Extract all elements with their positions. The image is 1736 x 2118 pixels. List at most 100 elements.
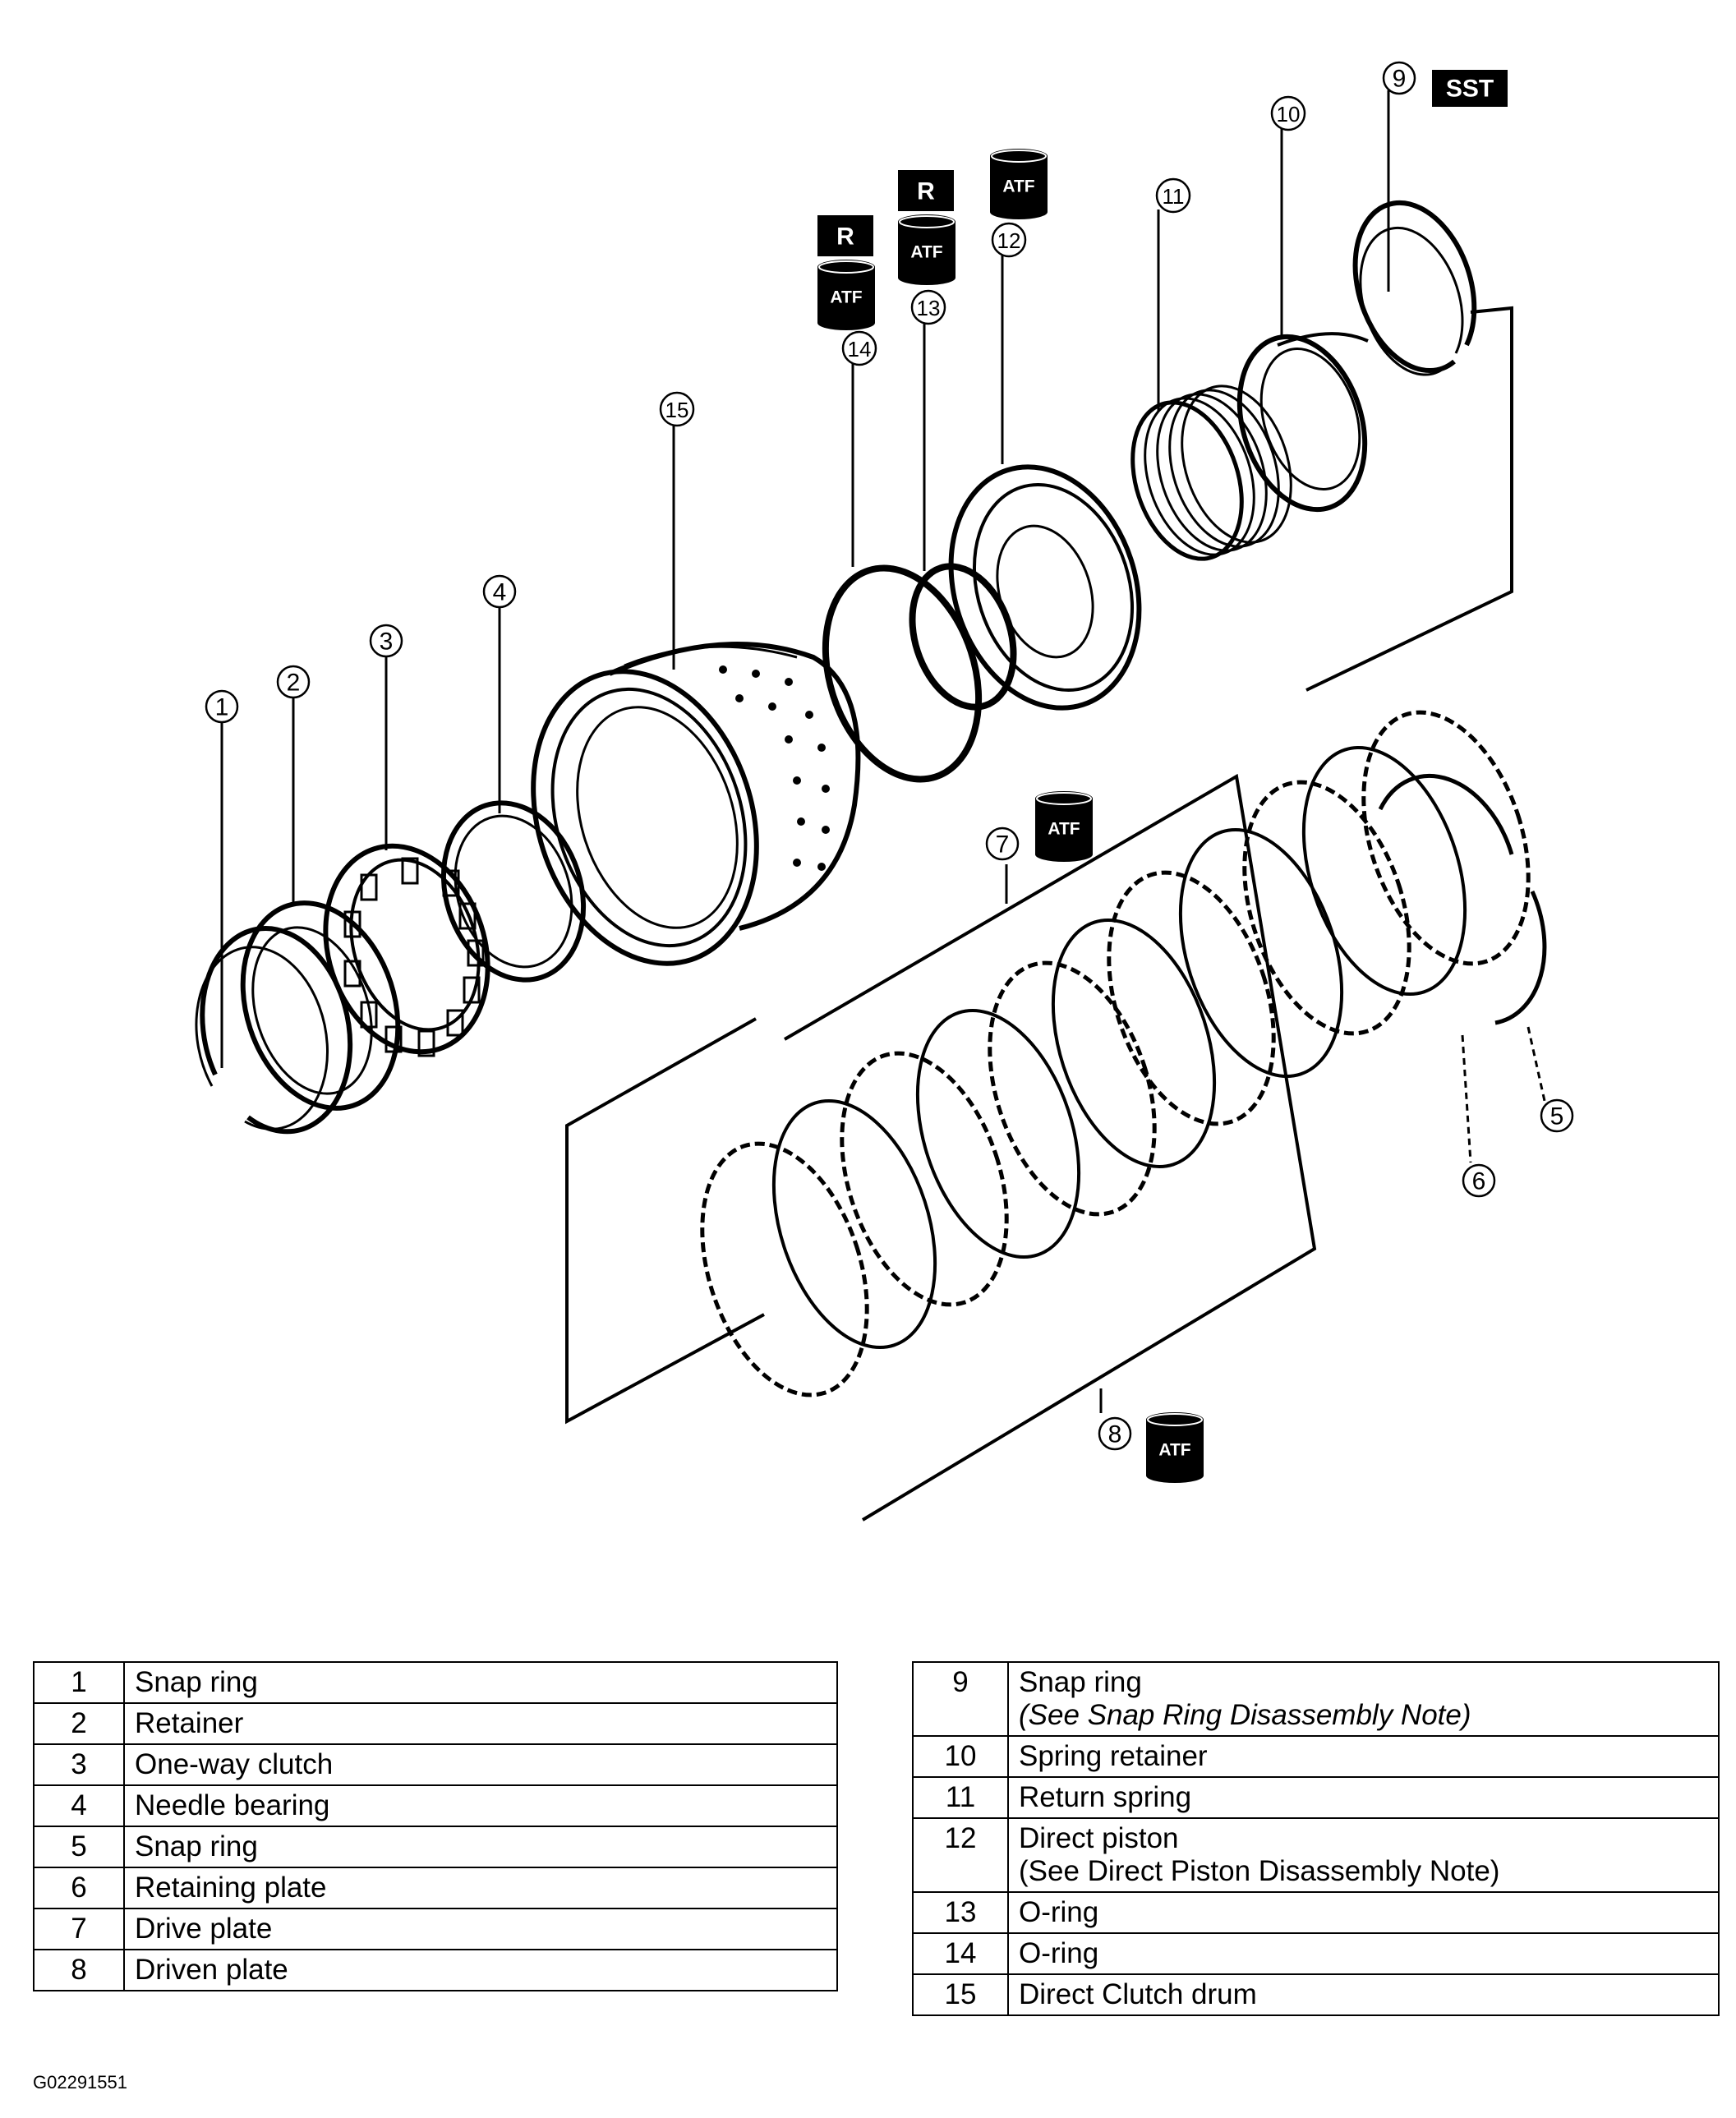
callout-10: 10: [1270, 95, 1306, 131]
legend-part-name: Driven plate: [123, 1949, 838, 1991]
legend-number: 1: [33, 1661, 125, 1704]
legend-number: 10: [912, 1735, 1009, 1778]
svg-text:12: 12: [997, 228, 1021, 253]
callout-1: 1: [205, 689, 239, 724]
part-5-snap-ring: [1378, 773, 1547, 1025]
svg-text:7: 7: [996, 831, 1010, 859]
part-2-retainer: [240, 900, 401, 1111]
legend-part-name: O-ring: [1007, 1891, 1720, 1934]
atf-icon-13: ATF: [898, 214, 955, 285]
callout-9: 9: [1382, 61, 1416, 95]
legend-part-name: Snap ring: [123, 1661, 838, 1704]
legend-part-name: O-ring: [1007, 1932, 1720, 1975]
svg-text:ATF: ATF: [830, 288, 862, 307]
svg-text:9: 9: [1393, 66, 1407, 93]
legend-row: 12 Direct piston (See Direct Piston Disa…: [912, 1817, 1720, 1893]
legend-number: 15: [912, 1973, 1009, 2016]
part-8-driven-plate-set: [700, 710, 1531, 1397]
legend-part-name: Direct piston: [1019, 1822, 1179, 1854]
callout-7: 7: [985, 826, 1020, 861]
legend-number: 4: [33, 1784, 125, 1827]
callout-13: 13: [910, 289, 946, 325]
svg-text:ATF: ATF: [910, 243, 942, 262]
badges: SST R R: [817, 70, 1508, 256]
callout-5: 5: [1540, 1098, 1574, 1133]
svg-text:2: 2: [287, 670, 301, 697]
legend-number: 8: [33, 1949, 125, 1991]
svg-text:ATF: ATF: [1002, 177, 1034, 196]
legend-part-name-cell: Snap ring (See Snap Ring Disassembly Not…: [1007, 1661, 1720, 1737]
svg-text:13: 13: [917, 296, 941, 320]
atf-icon-12: ATF: [990, 149, 1048, 219]
part-3-one-way-clutch: [323, 843, 490, 1057]
part-1-snap-ring: [195, 926, 353, 1135]
callout-2: 2: [276, 665, 311, 699]
legend-number: 14: [912, 1932, 1009, 1975]
callout-14: 14: [841, 330, 877, 366]
svg-text:5: 5: [1550, 1103, 1564, 1130]
legend-number: 2: [33, 1702, 125, 1745]
legend-number: 13: [912, 1891, 1009, 1934]
legend-part-name: Snap ring: [123, 1826, 838, 1868]
svg-text:10: 10: [1277, 102, 1301, 127]
upper-bracket: [1305, 306, 1513, 692]
callout-11: 11: [1155, 177, 1191, 214]
legend-part-name: Retainer: [123, 1702, 838, 1745]
svg-text:14: 14: [848, 337, 872, 361]
legend-number: 12: [912, 1817, 1009, 1893]
part-10-spring-retainer: [1236, 332, 1369, 513]
leader-lines: [220, 90, 1546, 1413]
sst-badge: SST: [1432, 70, 1508, 107]
callout-15: 15: [659, 391, 695, 427]
callout-12: 12: [991, 222, 1027, 258]
legend-note: (See Direct Piston Disassembly Note): [1019, 1855, 1500, 1887]
legend-number: 7: [33, 1908, 125, 1950]
legend-part-name: Snap ring: [1019, 1666, 1142, 1698]
legend-number: 9: [912, 1661, 1009, 1737]
svg-text:ATF: ATF: [1048, 820, 1080, 839]
callout-8: 8: [1098, 1416, 1132, 1451]
r-badge-14: R: [817, 215, 873, 256]
part-4-needle-bearing: [440, 800, 587, 983]
part-15-direct-clutch-drum: [531, 642, 861, 966]
part-7-drive-plate-set: [771, 745, 1467, 1350]
atf-icon-8: ATF: [1146, 1412, 1204, 1483]
svg-text:ATF: ATF: [1158, 1441, 1190, 1460]
part-12-direct-piston: [948, 464, 1142, 711]
legend-note: (See Snap Ring Disassembly Note): [1019, 1699, 1471, 1731]
legend-part-name: Return spring: [1007, 1776, 1720, 1819]
legend-part-name: Retaining plate: [123, 1867, 838, 1909]
legend-number: 11: [912, 1776, 1009, 1819]
atf-icon-14: ATF: [817, 260, 875, 330]
callout-6: 6: [1462, 1163, 1496, 1198]
svg-text:11: 11: [1163, 184, 1185, 209]
callout-3: 3: [369, 624, 403, 658]
lower-bracket: [565, 773, 1317, 1522]
svg-text:6: 6: [1472, 1168, 1486, 1195]
atf-icons: ATF ATF ATF ATF ATF: [817, 149, 1204, 1483]
svg-text:3: 3: [380, 628, 394, 656]
legend-number: 5: [33, 1826, 125, 1868]
legend-number: 6: [33, 1867, 125, 1909]
part-11-return-spring: [1130, 384, 1292, 561]
legend-row: 9 Snap ring (See Snap Ring Disassembly N…: [912, 1661, 1720, 1737]
part-14-o-ring: [822, 564, 983, 783]
legend-number: 3: [33, 1743, 125, 1786]
part-9-snap-ring: [1352, 200, 1477, 376]
svg-text:4: 4: [493, 579, 507, 606]
svg-text:R: R: [917, 178, 935, 205]
svg-text:SST: SST: [1446, 76, 1494, 103]
svg-text:15: 15: [665, 398, 689, 422]
